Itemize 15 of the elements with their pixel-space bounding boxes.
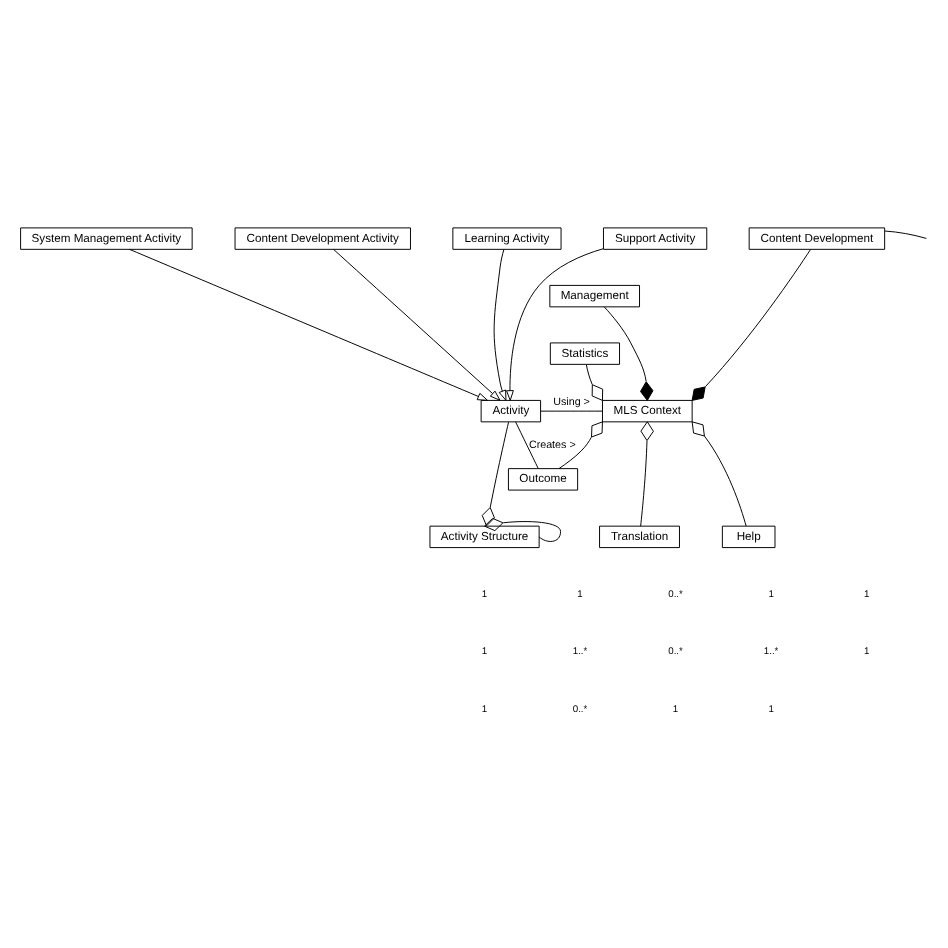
connector	[484, 517, 562, 542]
connector	[515, 421, 539, 470]
connector	[481, 421, 510, 527]
arrow	[333, 249, 501, 401]
arrow	[506, 248, 604, 401]
arrow	[129, 248, 488, 401]
connector	[691, 249, 811, 401]
connector	[540, 410, 603, 412]
connector	[691, 421, 747, 527]
connector	[640, 421, 654, 527]
connector	[603, 306, 654, 401]
arrow	[493, 249, 507, 401]
connector	[884, 230, 927, 239]
connector	[558, 421, 603, 469]
connector	[585, 364, 604, 401]
